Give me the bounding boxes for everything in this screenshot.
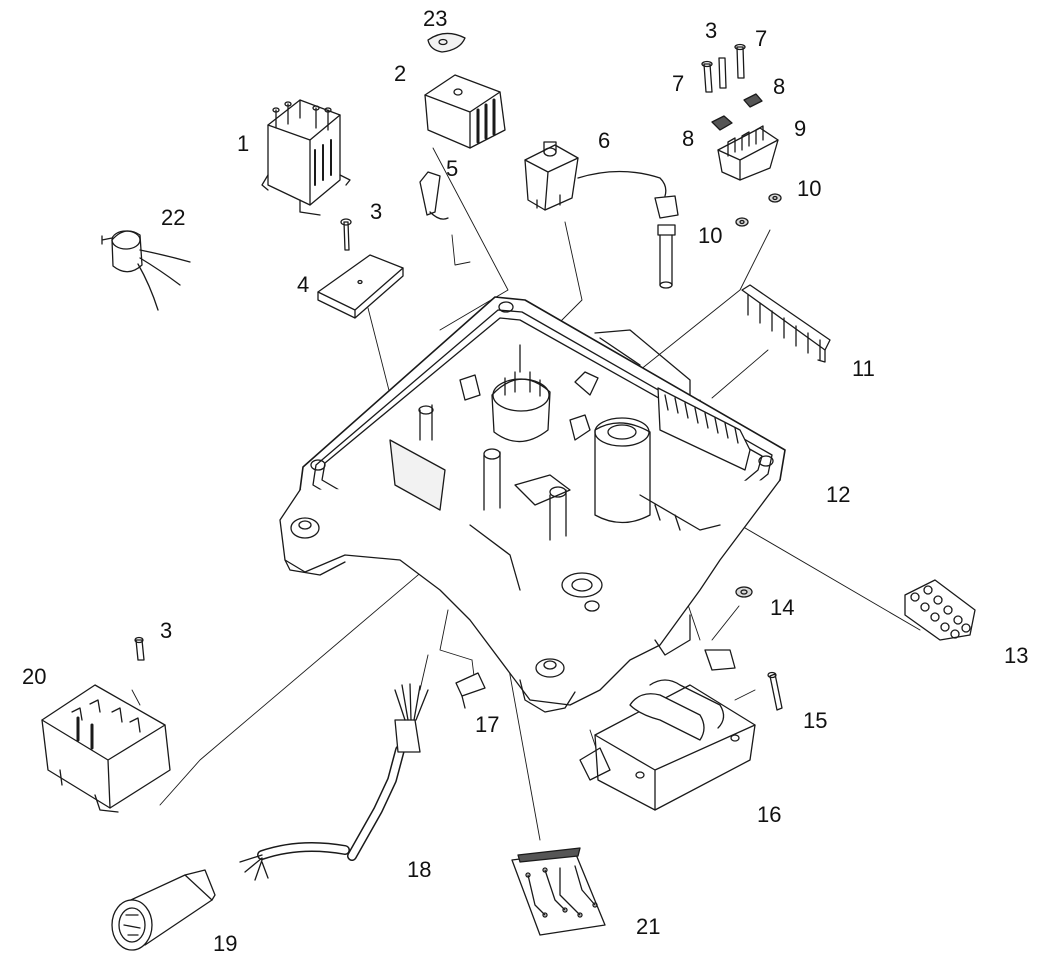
callout-5: 5 [446,156,459,181]
relay-block [424,74,506,149]
circuit-board [511,847,606,936]
callout-3: 3 [160,618,173,643]
callout-8: 8 [682,126,695,151]
main-housing [279,296,786,713]
power-cable [239,683,429,881]
callout-4: 4 [297,272,310,297]
plug [111,869,216,951]
capacitor [101,230,191,311]
callout-18: 18 [407,857,432,882]
clamp-hardware [701,43,782,227]
callout-12: 12 [826,482,851,507]
callout-19: 19 [213,931,238,956]
terminal-comb [741,284,831,363]
callout-8: 8 [773,74,786,99]
screw-long [767,671,783,711]
callout-9: 9 [794,116,807,141]
callout-10: 10 [797,176,822,201]
contactor [261,99,351,216]
callout-13: 13 [1004,643,1029,668]
callout-10: 10 [698,223,723,248]
callout-21: 21 [636,914,661,939]
callout-1: 1 [237,131,250,156]
callout-2: 2 [394,61,407,86]
callout-17: 17 [475,712,500,737]
callout-3: 3 [705,18,718,43]
transformer [579,649,756,811]
terminal-block [904,579,976,641]
callout-6: 6 [598,128,611,153]
callout-23: 23 [423,6,448,31]
callout-14: 14 [770,595,795,620]
control-box [41,636,171,813]
callout-3: 3 [370,199,383,224]
washer [427,32,466,53]
small-capacitor [419,171,449,220]
thermostat [524,141,679,289]
callout-16: 16 [757,802,782,827]
cable-gland [455,672,486,709]
callout-20: 20 [22,664,47,689]
callout-15: 15 [803,708,828,733]
washer-small [735,586,753,598]
callout-7: 7 [672,71,685,96]
bracket-and-screw [317,218,404,319]
callout-7: 7 [755,26,768,51]
callout-11: 11 [852,356,875,381]
callout-22: 22 [161,205,186,230]
